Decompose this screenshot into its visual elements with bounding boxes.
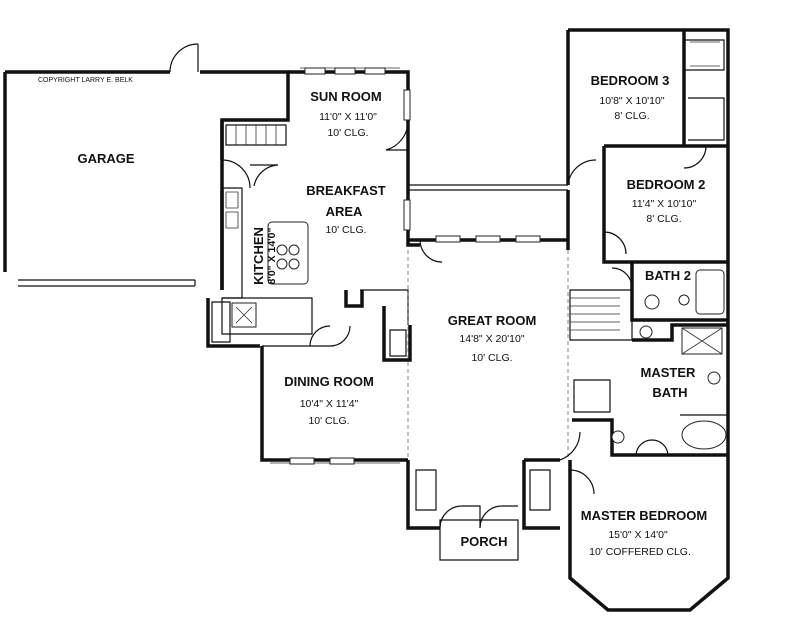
bedroom-wing-walls (566, 28, 730, 612)
breakfast-label-line1: BREAKFAST (306, 183, 386, 198)
bedroom3-ceiling: 8' CLG. (614, 110, 649, 122)
sun-room-ceiling: 10' CLG. (327, 127, 368, 139)
copyright-text: COPYRIGHT LARRY E. BELK (38, 77, 133, 84)
breakfast-ceiling: 10' CLG. (325, 224, 366, 236)
breakfast-label-line2: AREA (326, 204, 363, 219)
dining-room-ceiling: 10' CLG. (308, 415, 349, 427)
sun-room-size: 11'0" X 11'0" (319, 111, 377, 123)
great-room-ceiling: 10' CLG. (471, 352, 512, 364)
porch-outline (439, 505, 519, 561)
dining-room-walls (260, 250, 412, 465)
bedroom3-size: 10'8" X 10'10" (599, 95, 664, 107)
master-bedroom-size: 15'0" X 14'0" (608, 529, 668, 541)
master-bath-label-line1: MASTER (641, 365, 697, 380)
garage-walls (3, 43, 290, 290)
master-bath-label-line2: BATH (652, 385, 687, 400)
dining-room-label: DINING ROOM (284, 374, 374, 389)
kitchen-size: 8'0" X 14'0" (266, 227, 278, 284)
kitchen-label: KITCHEN (251, 227, 266, 285)
bath2-label: BATH 2 (645, 268, 691, 283)
master-bedroom-label: MASTER BEDROOM (581, 508, 707, 523)
bedroom2-label: BEDROOM 2 (627, 177, 706, 192)
great-room-label: GREAT ROOM (448, 313, 537, 328)
great-room-size: 14'8" X 20'10" (459, 333, 524, 345)
bedroom2-size: 11'4" X 10'10" (632, 198, 697, 210)
bedroom3-label: BEDROOM 3 (591, 73, 670, 88)
master-bedroom-ceiling: 10' COFFERED CLG. (589, 546, 691, 558)
garage-label: GARAGE (77, 151, 134, 166)
porch-label: PORCH (461, 534, 508, 549)
kitchen-sunroom-walls (206, 67, 420, 348)
great-room-walls (406, 184, 581, 530)
dining-room-size: 10'4" X 11'4" (300, 398, 359, 410)
bedroom2-ceiling: 8' CLG. (646, 213, 681, 225)
sun-room-label: SUN ROOM (310, 89, 382, 104)
